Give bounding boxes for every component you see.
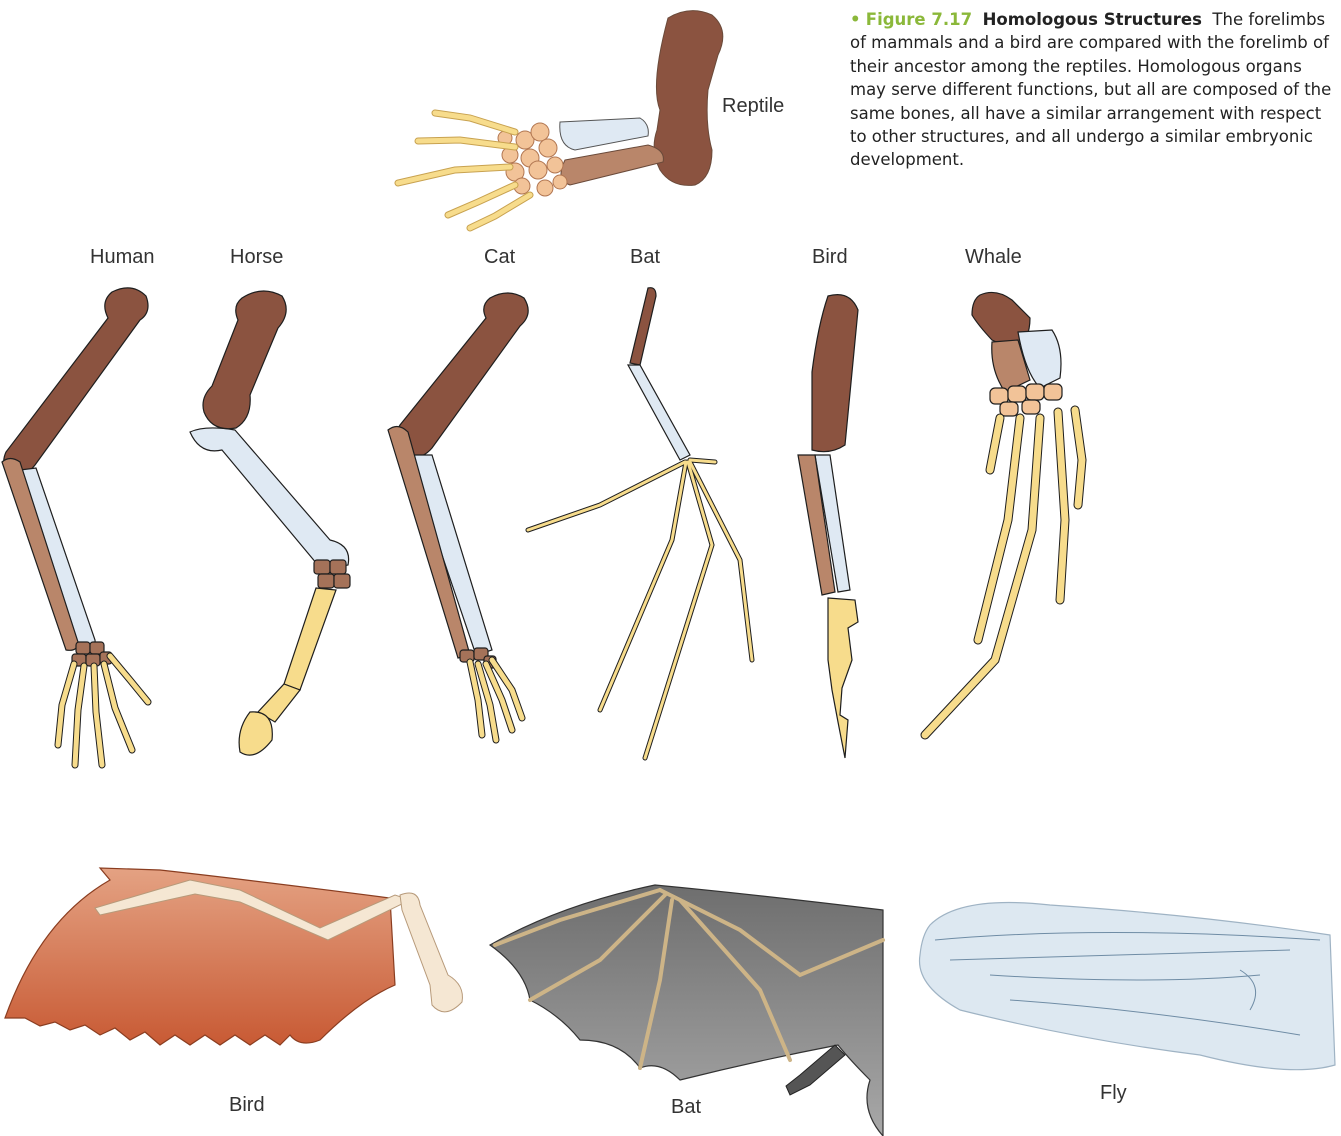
bird-wing-feathered <box>5 868 462 1045</box>
cat-leg <box>388 293 528 740</box>
cat-humerus <box>395 293 528 458</box>
label-horse: Horse <box>230 246 283 269</box>
label-wing-bat: Bat <box>671 1096 701 1119</box>
bat-humerus <box>630 288 656 365</box>
bat-radius <box>628 365 690 460</box>
caption-bullet: • <box>850 10 861 29</box>
horse-hoof <box>239 712 272 755</box>
caption-text: The forelimbs of mammals and a bird are … <box>850 10 1331 169</box>
bird-carpometacarpus <box>828 598 858 758</box>
label-bat: Bat <box>630 246 660 269</box>
whale-flipper <box>925 292 1082 735</box>
label-human: Human <box>90 246 154 269</box>
reptile-forelimb <box>398 11 723 228</box>
horse-leg <box>190 291 350 755</box>
label-whale: Whale <box>965 246 1022 269</box>
label-wing-fly: Fly <box>1100 1082 1127 1105</box>
figure-caption: • Figure 7.17 Homologous Structures The … <box>850 8 1338 172</box>
label-wing-bird: Bird <box>229 1094 265 1117</box>
figure-title: Homologous Structures <box>983 10 1202 29</box>
bat-digits-fill <box>528 460 752 758</box>
reptile-radius <box>560 118 649 150</box>
bat-wing-skeleton <box>528 288 752 758</box>
horse-carpals <box>314 560 350 588</box>
horse-humerus <box>203 291 286 429</box>
reptile-humerus <box>654 11 723 186</box>
bat-digits <box>528 460 752 758</box>
horse-cannon-bone <box>284 588 336 690</box>
fly-wing <box>920 903 1336 1070</box>
fly-wing-membrane <box>920 903 1336 1070</box>
bird-humerus <box>812 295 858 452</box>
bird-wing-skeleton <box>798 295 858 758</box>
label-reptile: Reptile <box>722 95 784 118</box>
human-humerus <box>4 288 148 476</box>
reptile-ulna <box>561 145 663 185</box>
human-arm <box>2 288 148 765</box>
label-cat: Cat <box>484 246 515 269</box>
label-bird: Bird <box>812 246 848 269</box>
whale-digits-fill <box>925 410 1082 735</box>
whale-carpals <box>990 384 1062 416</box>
figure-number: Figure 7.17 <box>866 10 972 29</box>
horse-radius-ulna <box>190 428 349 570</box>
